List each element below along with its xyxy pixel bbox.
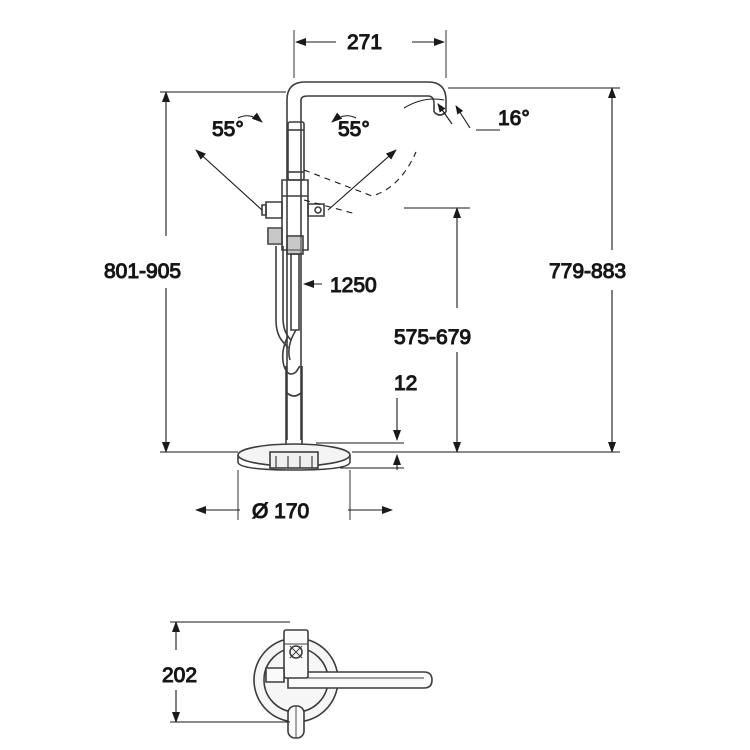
dim-label-271: 271 bbox=[347, 31, 382, 54]
top-view-dimensions: 202 bbox=[161, 621, 290, 723]
swivel-envelope-dashed-2 bbox=[303, 199, 357, 215]
dim-label-55-left: 55° bbox=[212, 118, 244, 141]
base-plate-side bbox=[237, 455, 351, 471]
dim-label-16: 16° bbox=[498, 107, 530, 130]
dim-label-55-right: 55° bbox=[338, 118, 370, 141]
swivel-envelope-dashed bbox=[303, 151, 417, 197]
leader-16-b bbox=[455, 105, 471, 129]
plan-cartridge bbox=[289, 645, 303, 659]
dim-label-779-883: 779-883 bbox=[549, 260, 626, 283]
hose-loop-inner bbox=[288, 329, 297, 361]
spout-arm-outer bbox=[286, 81, 447, 112]
base-plate-cover bbox=[269, 451, 319, 469]
dim-label-dia-170: Ø 170 bbox=[252, 500, 309, 523]
shower-hose-right bbox=[282, 246, 292, 341]
leader-16-a bbox=[437, 103, 453, 125]
spout-arm-inner bbox=[300, 95, 435, 112]
pedestal-collar bbox=[285, 391, 303, 397]
dim-label-202: 202 bbox=[162, 664, 197, 687]
dim-label-575-679: 575-679 bbox=[394, 326, 471, 349]
plan-mixer-body bbox=[283, 629, 309, 679]
base-plate-ribs bbox=[275, 456, 313, 468]
front-elevation-dimensions: 271 801-905 779-883 575-679 12 bbox=[103, 30, 627, 524]
dim-label-801-905: 801-905 bbox=[104, 260, 181, 283]
arc-55-left bbox=[237, 112, 263, 123]
shower-holder bbox=[267, 227, 283, 245]
leader-55-right bbox=[327, 149, 397, 211]
left-handle bbox=[265, 201, 283, 219]
plan-left-handle bbox=[265, 667, 285, 683]
diverter-knob bbox=[314, 206, 322, 214]
hose-loop bbox=[281, 335, 301, 375]
arc-16 bbox=[403, 98, 445, 109]
arc-55-right bbox=[331, 112, 357, 123]
spout-outlet-tip bbox=[433, 111, 447, 116]
mixer-body bbox=[281, 179, 309, 251]
dim-label-12: 12 bbox=[394, 372, 417, 395]
plan-cartridge-cross bbox=[289, 645, 303, 659]
leader-55-left bbox=[195, 149, 263, 211]
hand-shower-face bbox=[288, 237, 302, 253]
holder-texture bbox=[269, 229, 281, 243]
plan-spout-arm bbox=[287, 671, 433, 689]
left-handle-cap bbox=[261, 204, 267, 216]
top-view-product bbox=[253, 629, 433, 739]
hand-shower-handle bbox=[290, 253, 300, 331]
dim-label-1250: 1250 bbox=[330, 274, 377, 297]
